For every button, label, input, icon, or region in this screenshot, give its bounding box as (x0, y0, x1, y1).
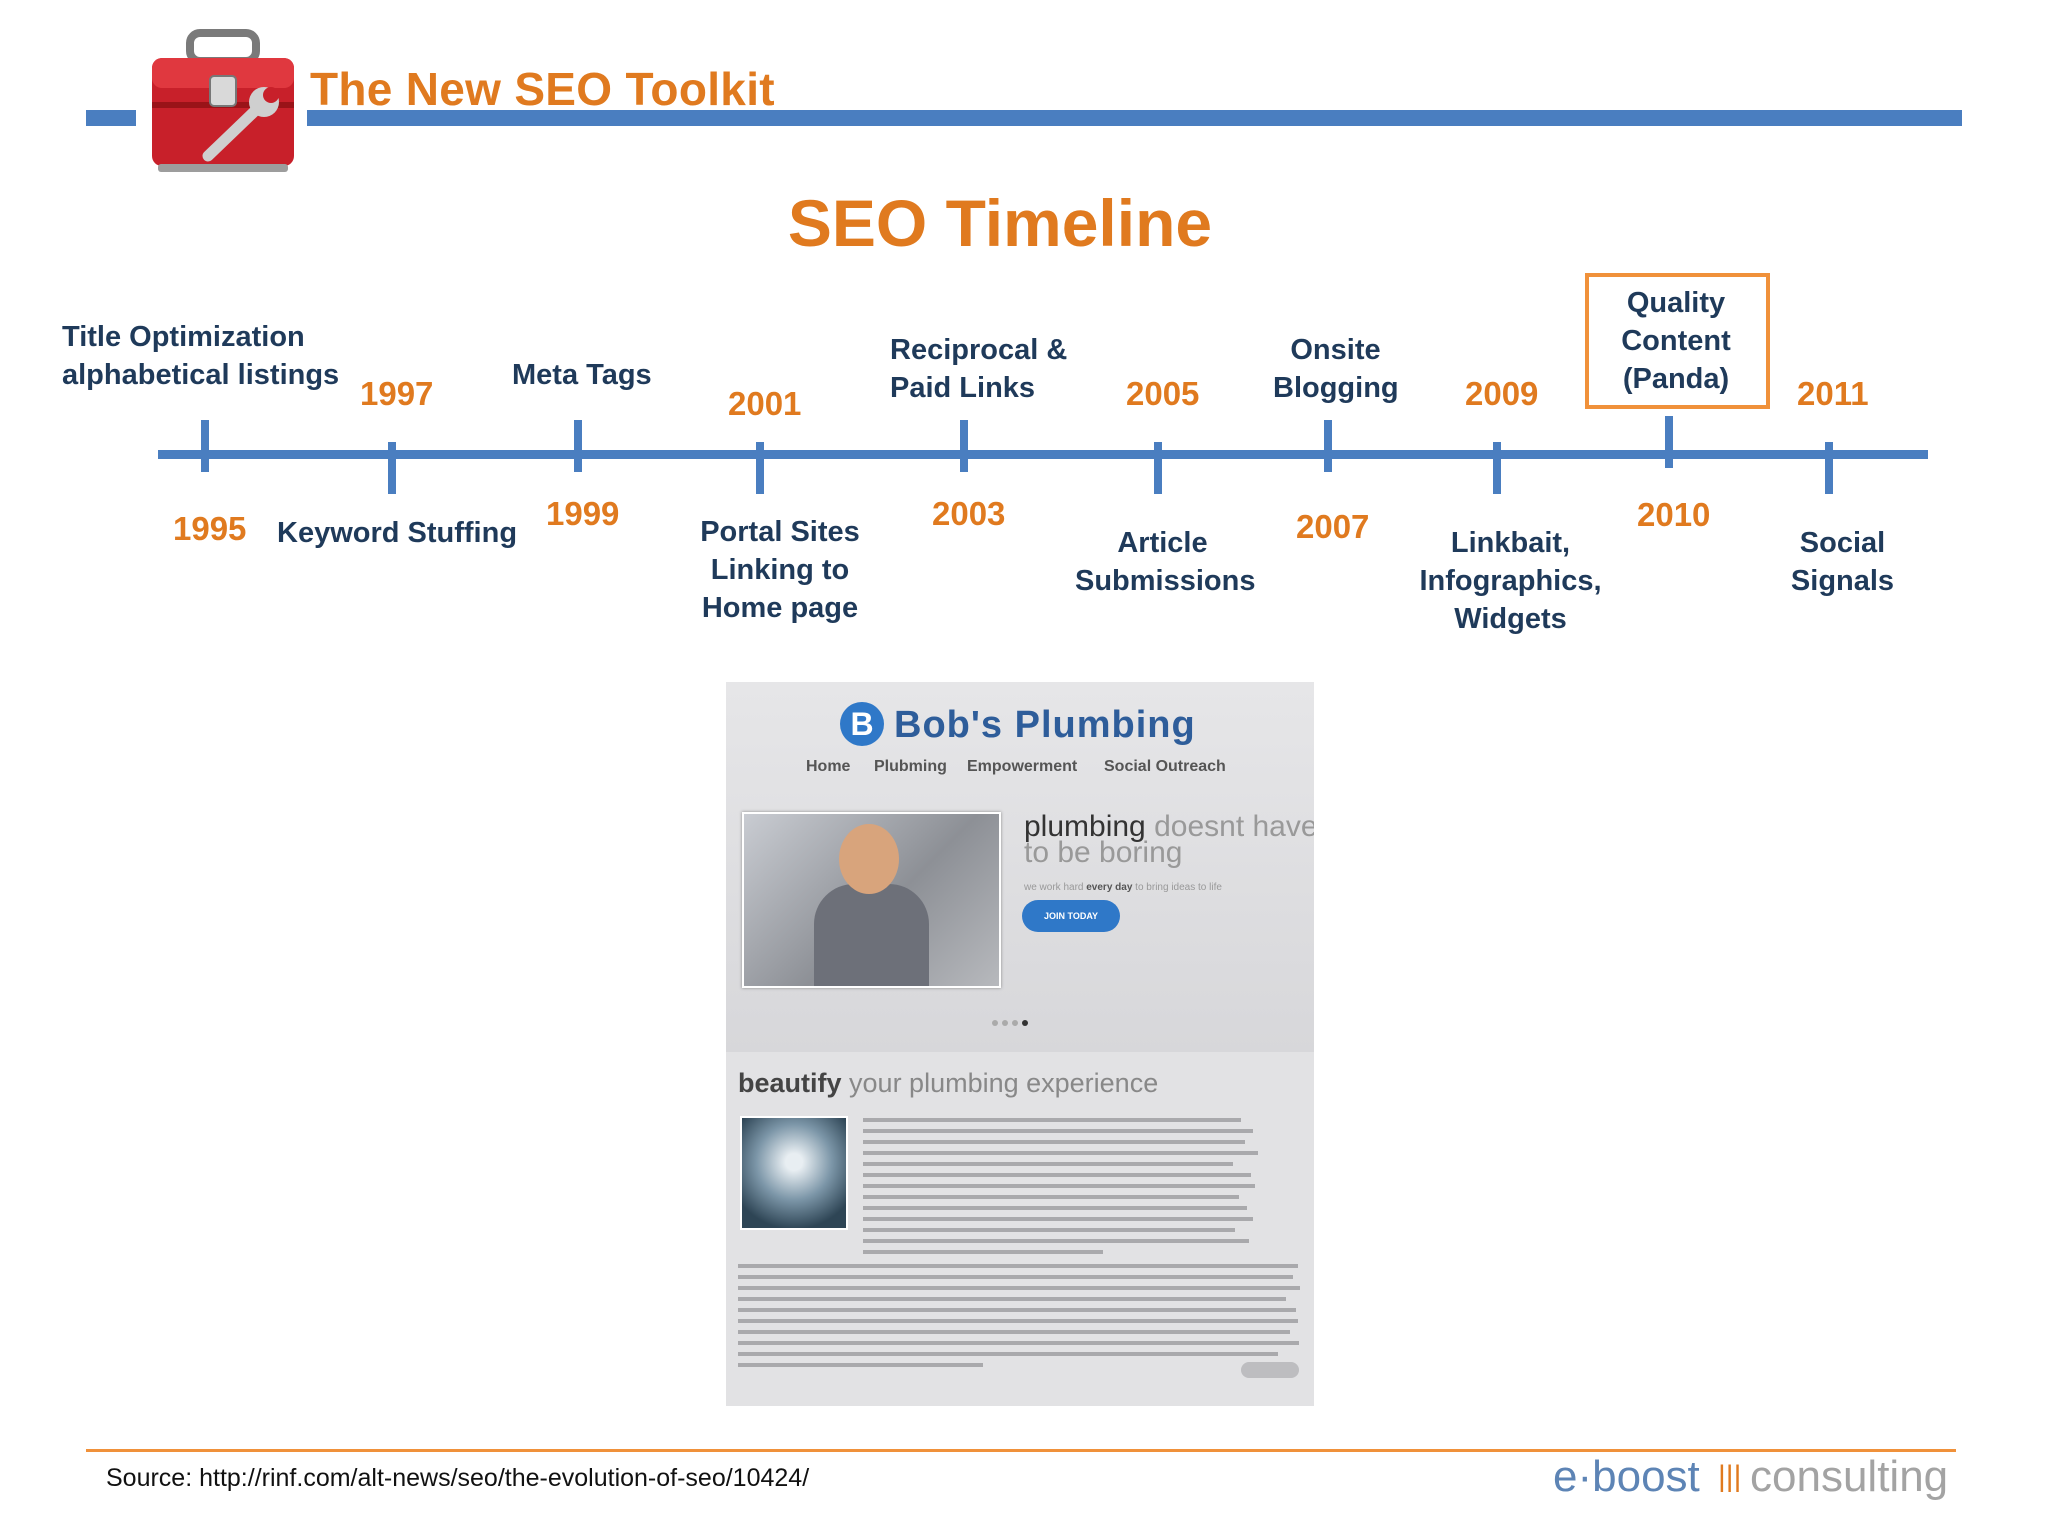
timeline-year-2007: 2007 (1296, 508, 1370, 545)
mock-subline-post: to bring ideas to life (1132, 882, 1222, 893)
mock-person-body (814, 884, 929, 986)
example-website-screenshot: B Bob's Plumbing Home Plubming Empowerme… (726, 682, 1314, 1406)
mock-text-line (863, 1129, 1253, 1133)
mock-section-title: beautify your plumbing experience (738, 1068, 1158, 1099)
mock-subline-strong: every day (1086, 882, 1133, 893)
timeline-event-1997: Keyword Stuffing (277, 517, 518, 549)
mock-nav-home: Home (806, 758, 851, 775)
brand-logo-separator: ||| (1718, 1460, 1742, 1493)
timeline-event-2011: Social Signals (1790, 527, 1895, 597)
header-rule-left (86, 110, 136, 126)
brand-logo-consulting: consulting (1750, 1452, 1949, 1501)
timeline-axis (158, 450, 1928, 459)
mock-nav-social-outreach: Social Outreach (1104, 758, 1226, 775)
mock-headline: plumbing doesnt have to be boring (1024, 812, 1314, 869)
source-citation: Source: http://rinf.com/alt-news/seo/the… (106, 1464, 810, 1492)
timeline-tick-2010 (1665, 416, 1673, 468)
timeline-tick-2011 (1825, 442, 1833, 494)
mock-text-line (738, 1308, 1296, 1312)
timeline-tick-1995 (201, 420, 209, 472)
timeline-year-2009: 2009 (1465, 375, 1539, 412)
timeline-tick-2005 (1154, 442, 1162, 494)
timeline-tick-2001 (756, 442, 764, 494)
timeline-year-1997: 1997 (360, 375, 434, 412)
mock-text-line (738, 1352, 1278, 1356)
timeline-event-1995: Title Optimization alphabetical listings (62, 321, 340, 391)
brand-logo-eboost: e·boost (1553, 1452, 1700, 1501)
header-title: The New SEO Toolkit (310, 63, 775, 115)
mock-carousel-dot (1012, 1020, 1018, 1026)
toolbox-wrench-icon (148, 28, 298, 178)
mock-subline: we work hard every day to bring ideas to… (1024, 882, 1222, 893)
mock-text-line (863, 1118, 1241, 1122)
timeline-event-1999: Meta Tags (512, 359, 652, 391)
timeline-event-2007: Onsite Blogging (1273, 334, 1399, 404)
mock-logo-icon: B (840, 702, 884, 746)
mock-headline-rest-1: doesnt have (1145, 810, 1314, 843)
header-rule-right (307, 110, 1962, 126)
timeline-event-2010: Quality Content (Panda) (1621, 287, 1731, 395)
mock-subline-pre: we work hard (1024, 882, 1087, 893)
mock-join-button: JOIN TODAY (1022, 900, 1120, 932)
timeline-year-2010: 2010 (1637, 496, 1711, 533)
timeline-year-2011: 2011 (1797, 375, 1869, 412)
mock-text-line (863, 1173, 1251, 1177)
mock-headline-strong: plumbing (1024, 810, 1146, 843)
mock-text-line (863, 1140, 1245, 1144)
mock-text-line (863, 1195, 1239, 1199)
mock-text-line (738, 1341, 1299, 1345)
mock-plumber-photo (742, 812, 1001, 988)
mock-text-line (738, 1264, 1298, 1268)
timeline-tick-2007 (1324, 420, 1332, 472)
mock-text-line (738, 1330, 1290, 1334)
timeline-year-2003: 2003 (932, 495, 1006, 532)
mock-headline-rest-2: to be boring (1024, 836, 1183, 869)
timeline-event-2009: Linkbait, Infographics, Widgets (1419, 527, 1602, 635)
mock-text-line (863, 1239, 1249, 1243)
timeline-tick-1997 (388, 442, 396, 494)
mock-nav-empowerment: Empowerment (967, 758, 1078, 775)
mock-logo-text: Bob's Plumbing (894, 704, 1196, 746)
mock-text-line (738, 1297, 1286, 1301)
mock-text-line (738, 1363, 983, 1367)
timeline-tick-1999 (574, 420, 582, 472)
timeline-year-2001: 2001 (728, 385, 802, 422)
mock-tunnel-thumbnail (740, 1116, 848, 1230)
highlight-box (1585, 273, 1770, 409)
mock-section-title-rest: your plumbing experience (841, 1068, 1159, 1098)
timeline-year-1999: 1999 (546, 495, 620, 532)
timeline-event-2003: Reciprocal & Paid Links (890, 334, 1068, 404)
footer-rule (86, 1449, 1956, 1452)
mock-text-line (738, 1275, 1293, 1279)
mock-text-line (863, 1162, 1233, 1166)
timeline-tick-2003 (960, 420, 968, 472)
mock-carousel-dot (992, 1020, 998, 1026)
mock-text-line (863, 1184, 1255, 1188)
mock-text-line (863, 1151, 1258, 1155)
mock-read-more-button (1241, 1362, 1299, 1378)
mock-text-line (863, 1250, 1103, 1254)
mock-person-head (839, 824, 899, 894)
timeline-year-1995: 1995 (173, 510, 247, 547)
mock-nav-plumbing: Plubming (874, 758, 947, 775)
mock-text-line (863, 1217, 1253, 1221)
mock-text-line (863, 1206, 1247, 1210)
mock-text-line (863, 1228, 1235, 1232)
mock-text-line (738, 1286, 1300, 1290)
timeline-tick-2009 (1493, 442, 1501, 494)
timeline-event-2005: Article Submissions (1075, 527, 1256, 597)
timeline-year-2005: 2005 (1126, 375, 1200, 412)
slide-title: SEO Timeline (787, 186, 1213, 260)
timeline-event-2001: Portal Sites Linking to Home page (700, 516, 860, 624)
mock-carousel-dot (1002, 1020, 1008, 1026)
mock-section-title-strong: beautify (738, 1068, 842, 1098)
mock-carousel-dot (1022, 1020, 1028, 1026)
mock-text-line (738, 1319, 1298, 1323)
